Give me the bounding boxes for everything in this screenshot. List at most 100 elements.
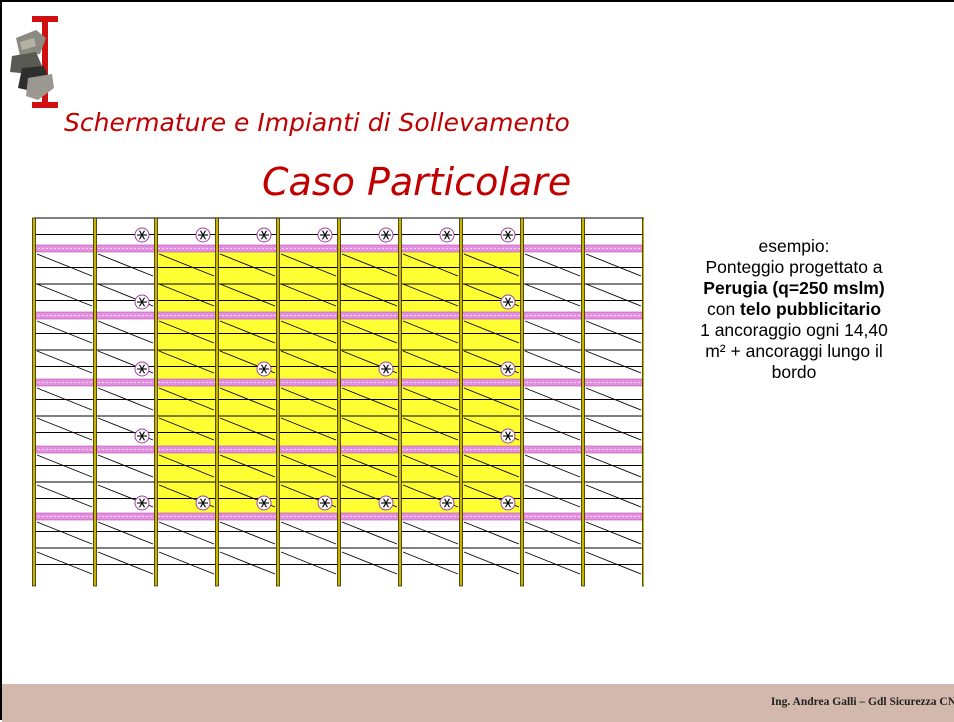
scaffold-post xyxy=(520,217,524,587)
brace-line xyxy=(585,454,642,478)
anchor-icon xyxy=(317,495,333,511)
brace-line xyxy=(36,320,93,344)
scaffold-post xyxy=(32,217,36,587)
scaffold-post xyxy=(581,217,585,587)
brace-line xyxy=(158,283,215,307)
brace-line xyxy=(97,521,154,545)
scaffold-post xyxy=(154,217,158,587)
brace-line xyxy=(585,320,642,344)
brace-line xyxy=(36,454,93,478)
brace-line xyxy=(158,454,215,478)
brace-line xyxy=(36,350,93,374)
brace-line xyxy=(341,283,398,307)
brace-line xyxy=(158,350,215,374)
anchor-icon xyxy=(134,227,150,243)
anchor-icon xyxy=(134,495,150,511)
anchor-icon xyxy=(500,495,516,511)
anchor-icon xyxy=(134,361,150,377)
note-banner-term: telo pubblicitario xyxy=(740,299,882,319)
note-prefix: con xyxy=(706,299,741,319)
brace-line xyxy=(280,551,337,575)
anchor-icon xyxy=(134,294,150,310)
anchor-icon xyxy=(134,428,150,444)
brace-line xyxy=(158,320,215,344)
scaffold-post xyxy=(642,217,644,587)
scaffold-post xyxy=(215,217,219,587)
scaffold-post xyxy=(93,217,97,587)
brace-line xyxy=(97,387,154,411)
brace-line xyxy=(524,387,581,411)
brace-line xyxy=(158,253,215,277)
brace-line xyxy=(36,283,93,307)
brace-line xyxy=(219,551,276,575)
brace-line xyxy=(524,484,581,508)
brace-line xyxy=(524,253,581,277)
brace-line xyxy=(219,417,276,441)
note-location: Perugia (q=250 mslm) xyxy=(703,278,885,298)
anchor-icon xyxy=(195,227,211,243)
brace-line xyxy=(585,417,642,441)
scaffold-post xyxy=(459,217,463,587)
brace-line xyxy=(36,551,93,575)
brace-line xyxy=(341,454,398,478)
anchor-icon xyxy=(439,227,455,243)
brace-line xyxy=(36,387,93,411)
footer-bar: Ing. Andrea Galli – Gdl Sicurezza CN xyxy=(2,684,954,722)
brace-line xyxy=(280,350,337,374)
scaffold-post xyxy=(276,217,280,587)
brace-line xyxy=(402,320,459,344)
brace-line xyxy=(463,253,520,277)
brace-line xyxy=(585,283,642,307)
brace-line xyxy=(341,253,398,277)
brace-line xyxy=(280,283,337,307)
brace-line xyxy=(158,417,215,441)
brace-line xyxy=(219,320,276,344)
anchor-icon xyxy=(317,227,333,243)
brace-line xyxy=(280,454,337,478)
brace-line xyxy=(341,521,398,545)
brace-line xyxy=(402,350,459,374)
brace-line xyxy=(219,283,276,307)
brace-line xyxy=(280,320,337,344)
brace-line xyxy=(524,454,581,478)
brace-line xyxy=(524,283,581,307)
anchor-icon xyxy=(256,495,272,511)
brace-line xyxy=(402,417,459,441)
scaffold-post xyxy=(398,217,402,587)
brace-line xyxy=(402,387,459,411)
brace-line xyxy=(36,253,93,277)
brace-line xyxy=(524,350,581,374)
note-line-1: esempio: xyxy=(758,236,830,256)
brace-line xyxy=(36,521,93,545)
brace-line xyxy=(158,521,215,545)
brace-line xyxy=(219,454,276,478)
anchor-icon xyxy=(378,495,394,511)
brace-line xyxy=(463,454,520,478)
note-line-7: bordo xyxy=(771,362,817,382)
example-note: esempio: Ponteggio progettato a Perugia … xyxy=(654,236,934,383)
brace-line xyxy=(585,387,642,411)
brace-line xyxy=(585,521,642,545)
anchor-icon xyxy=(500,294,516,310)
brace-line xyxy=(219,387,276,411)
brace-line xyxy=(463,320,520,344)
note-line-6: m² + ancoraggi lungo il xyxy=(705,341,883,361)
anchor-icon xyxy=(378,361,394,377)
note-line-5: 1 ancoraggio ogni 14,40 xyxy=(700,320,888,340)
brace-line xyxy=(158,551,215,575)
brace-line xyxy=(219,253,276,277)
note-line-4: con telo pubblicitario xyxy=(654,299,934,320)
brace-line xyxy=(585,253,642,277)
brace-line xyxy=(36,417,93,441)
brace-line xyxy=(219,521,276,545)
brace-line xyxy=(280,387,337,411)
brace-line xyxy=(280,417,337,441)
brace-line xyxy=(524,417,581,441)
brace-line xyxy=(402,283,459,307)
brace-line xyxy=(524,521,581,545)
logo-icon xyxy=(10,16,58,108)
brace-line xyxy=(97,454,154,478)
scaffold-post xyxy=(337,217,341,587)
slide-subtitle: Schermature e Impianti di Sollevamento xyxy=(64,108,570,137)
